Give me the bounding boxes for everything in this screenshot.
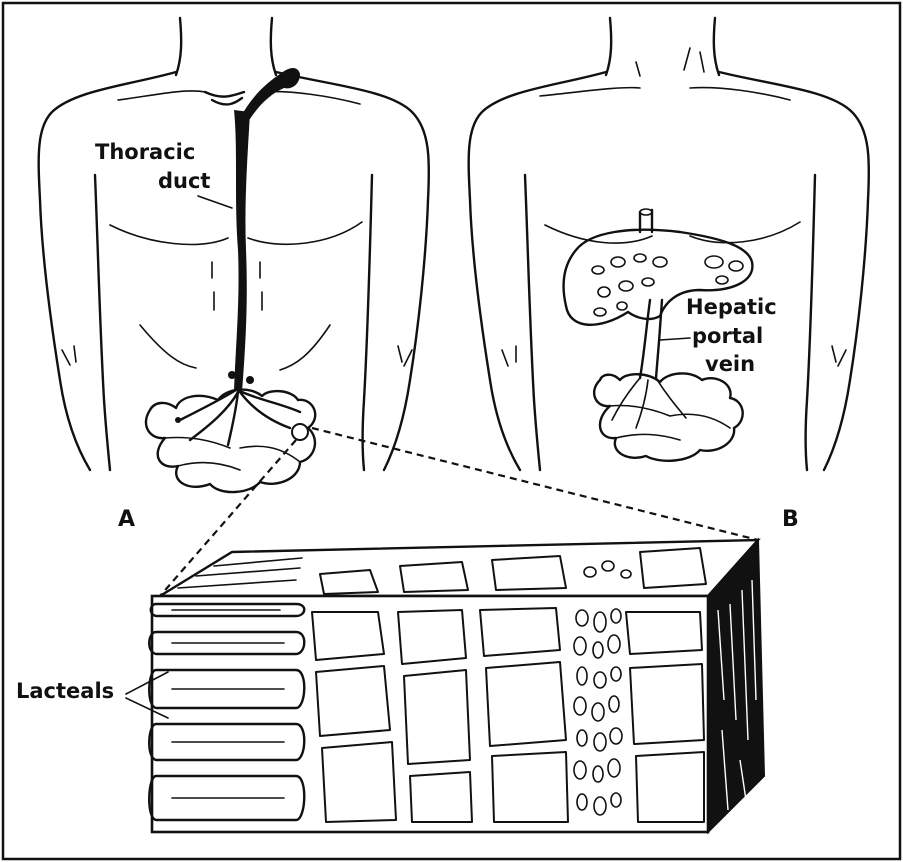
thoracic-label-line1: Thoracic <box>95 140 195 164</box>
thoracic-label-line2: duct <box>158 169 210 193</box>
intestinal-block <box>149 540 764 832</box>
lymph-node-3 <box>175 417 181 423</box>
lymph-node-1 <box>228 371 236 379</box>
lacteals-label: Lacteals <box>16 679 114 703</box>
zoom-origin-spot <box>292 424 308 440</box>
hepatic-label-line1: Hepatic <box>686 295 777 319</box>
hepatic-label-line2: portal <box>692 324 763 348</box>
panel-a-label: A <box>118 507 135 532</box>
lymph-node-2 <box>246 376 254 384</box>
hepatic-label-line3: vein <box>705 352 755 376</box>
panel-b-label: B <box>782 507 799 532</box>
